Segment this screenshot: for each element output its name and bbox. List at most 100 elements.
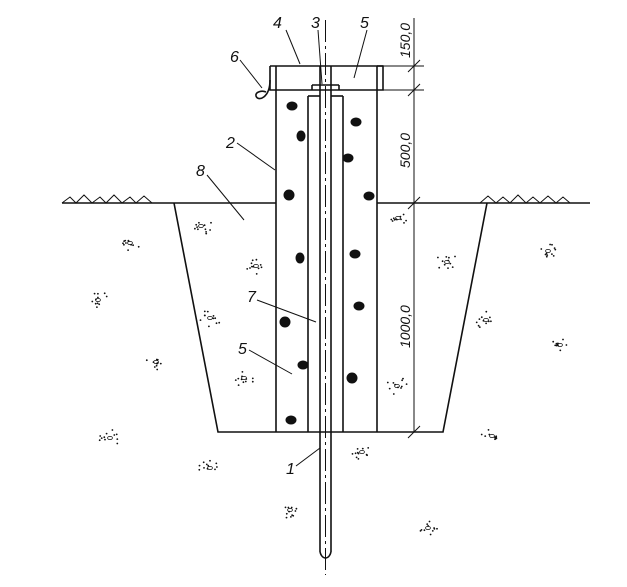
soil-dot	[96, 302, 99, 305]
soil-dot	[356, 448, 359, 450]
soil-pebble	[359, 449, 365, 454]
soil-dot	[392, 382, 395, 384]
soil-pebble	[127, 240, 133, 245]
soil-dot	[210, 221, 212, 224]
soil-dot	[105, 295, 108, 298]
soil-dot	[216, 466, 218, 468]
soil-dot	[405, 383, 408, 385]
soil-dot	[197, 228, 199, 231]
soil-dot	[205, 231, 208, 233]
soil-dot	[484, 435, 487, 437]
soil-dot	[206, 310, 209, 313]
aggregate-stones	[279, 101, 375, 425]
soil-dot	[255, 273, 258, 275]
soil-dot	[485, 322, 487, 325]
soil-dot	[367, 447, 370, 449]
dimension-1000: 1000,0	[397, 305, 413, 348]
dimension-150: 150,0	[397, 23, 413, 58]
dimension-texts: 150,0 500,0 1000,0	[397, 23, 413, 348]
soil-dot	[441, 260, 444, 263]
soil-dot	[116, 442, 119, 445]
soil-dot	[215, 322, 218, 325]
soil-dot	[554, 344, 557, 347]
soil-dot	[205, 232, 208, 235]
soil-dot	[553, 247, 556, 250]
soil-dot	[392, 393, 395, 395]
soil-dot	[115, 433, 118, 436]
soil-pebble	[489, 433, 495, 438]
soil-dot	[103, 436, 106, 439]
soil-dot	[423, 529, 426, 532]
label-3: 3	[311, 15, 320, 32]
soil-dot	[487, 429, 490, 431]
soil-dot	[284, 506, 287, 509]
soil-pebble	[198, 223, 204, 228]
dimension-line	[377, 18, 443, 439]
soil-dot	[447, 267, 449, 269]
soil-dot	[98, 439, 101, 442]
soil-dot	[357, 458, 360, 460]
label-4: 4	[273, 15, 282, 32]
soil-dot	[156, 368, 159, 371]
soil-dot	[433, 528, 436, 530]
soil-dot	[198, 468, 201, 471]
soil-dot	[145, 359, 148, 362]
soil-dot	[209, 459, 211, 462]
soil-dot	[386, 381, 389, 384]
soil-dot	[155, 364, 158, 367]
soil-pebble	[253, 263, 259, 268]
soil-pebble	[107, 435, 113, 440]
soil-dot	[477, 324, 480, 327]
soil-dot	[218, 321, 221, 324]
soil-dot	[99, 435, 102, 437]
soil-dot	[198, 221, 200, 224]
soil-pebble	[287, 507, 293, 512]
soil-pebble	[395, 215, 401, 220]
soil-dot	[237, 377, 240, 380]
soil-dot	[251, 377, 254, 380]
soil-dot	[159, 362, 162, 365]
soil-dot	[400, 385, 403, 388]
label-7: 7	[247, 289, 257, 306]
soil-dot	[212, 315, 215, 317]
ground-rod	[319, 20, 332, 575]
leader-lines	[206, 29, 368, 467]
soil-dot	[295, 507, 298, 510]
soil-dot	[546, 254, 549, 256]
soil-dot	[194, 227, 196, 230]
soil-dot	[285, 516, 288, 519]
soil-dot	[445, 256, 448, 258]
soil-dot	[431, 530, 434, 532]
label-5-bottom: 5	[238, 341, 247, 358]
soil-dot	[208, 325, 210, 328]
soil-pebble	[394, 383, 400, 388]
soil-dot	[354, 452, 357, 455]
soil-dot	[198, 464, 201, 467]
label-1: 1	[286, 461, 295, 478]
soil-dot	[292, 514, 295, 517]
soil-dot	[251, 259, 254, 262]
soil-pebble	[557, 342, 563, 347]
soil-dot	[552, 340, 555, 343]
soil-dot	[123, 243, 125, 246]
soil-dot	[259, 264, 262, 266]
soil-dot	[366, 454, 368, 457]
soil-dot	[401, 379, 403, 382]
soil-dot	[400, 387, 402, 389]
soil-dot	[426, 523, 429, 525]
soil-dot	[207, 464, 210, 467]
soil-dot	[489, 316, 491, 319]
soil-dot	[155, 358, 158, 361]
soil-dot	[202, 461, 205, 464]
soil-dot	[255, 258, 258, 261]
soil-dot	[250, 262, 253, 265]
soil-dot	[257, 267, 260, 270]
soil-dot	[438, 266, 441, 269]
soil-dot	[551, 243, 553, 246]
soil-dot	[388, 387, 391, 390]
soil-dot	[402, 377, 404, 380]
soil-pebble	[153, 359, 159, 364]
soil-dot	[437, 256, 439, 259]
soil-dot	[403, 222, 405, 224]
soil-pebble	[444, 259, 450, 264]
